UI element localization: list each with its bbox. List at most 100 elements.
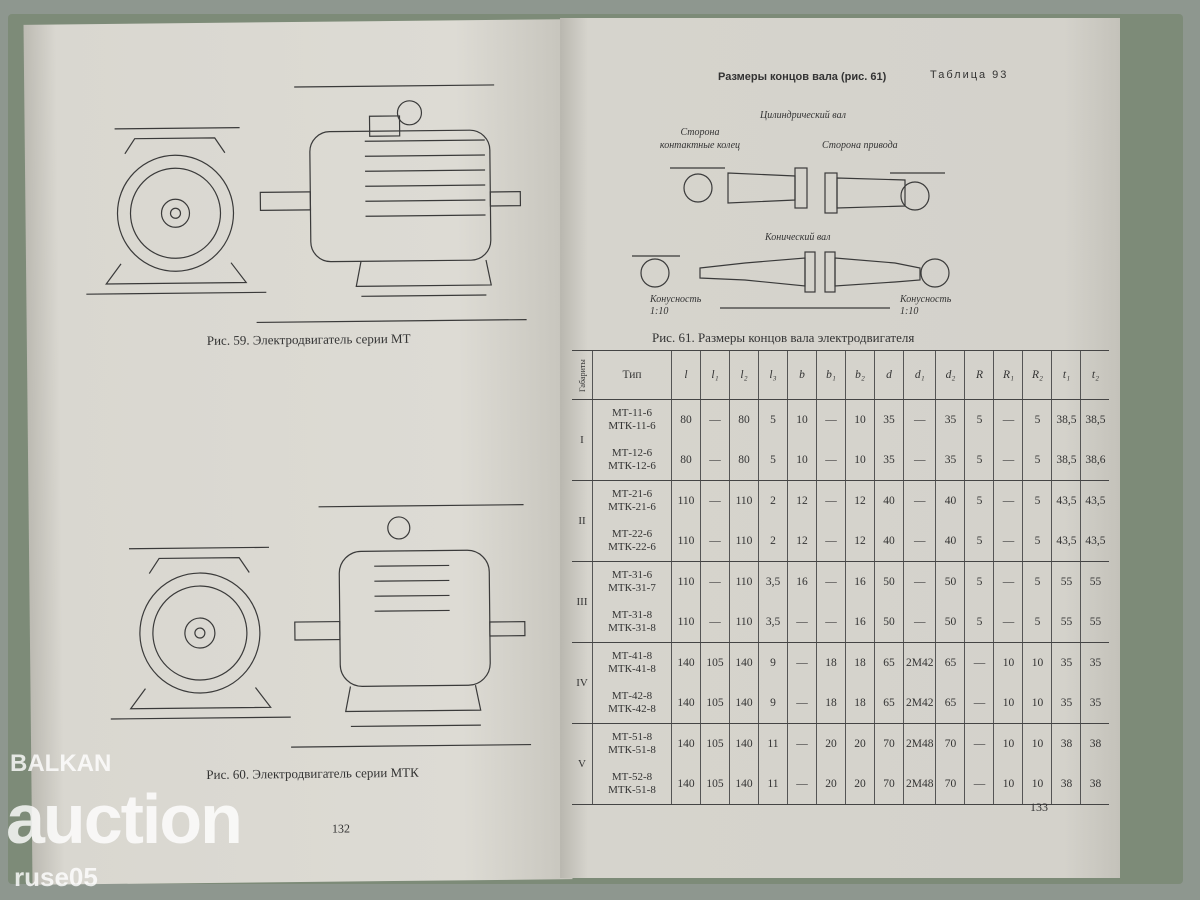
value-cell: 70 [935,764,965,805]
value-cell: 80 [671,399,701,440]
value-cell: 35 [1080,642,1110,683]
value-cell: 2М42 [902,683,936,724]
type-cell: МТ-52-8 МТК-51-8 [592,764,672,805]
value-cell: 20 [816,723,846,764]
watermark-balkan: BALKAN [10,750,112,777]
column-header: R [964,350,994,400]
column-header: l₁ [700,350,730,400]
column-header: Тип [592,350,672,400]
size-cell: II [572,480,593,562]
value-cell: — [993,440,1023,481]
value-cell: 18 [816,683,846,724]
value-cell: 5 [964,521,994,562]
value-cell: 3,5 [758,561,788,602]
value-cell: 20 [845,723,875,764]
value-cell: 140 [671,723,701,764]
value-cell: — [993,480,1023,521]
type-cell: МТ-22-6 МТК-22-6 [592,521,672,562]
column-header: d₂ [935,350,965,400]
value-cell: — [816,561,846,602]
value-cell: 5 [758,440,788,481]
value-cell: 40 [935,521,965,562]
value-cell: 55 [1051,602,1081,643]
value-cell: — [700,480,730,521]
value-cell: 12 [845,480,875,521]
value-cell: 43,5 [1051,521,1081,562]
type-cell: МТ-31-8 МТК-31-8 [592,602,672,643]
value-cell: 16 [845,602,875,643]
column-header: b₂ [845,350,875,400]
value-cell: 12 [845,521,875,562]
fig59-caption: Рис. 59. Электродвигатель серии МТ [206,330,411,348]
value-cell: — [787,723,817,764]
value-cell: 35 [935,399,965,440]
value-cell: 110 [729,561,759,602]
column-header: l₃ [758,350,788,400]
type-cell: МТ-51-8 МТК-51-8 [592,723,672,764]
value-cell: 12 [787,521,817,562]
label-slip-ring-side: Сторона контактные колец [659,127,741,151]
value-cell: 3,5 [758,602,788,643]
value-cell: 2М48 [902,764,936,805]
value-cell: — [902,561,936,602]
shaft-ends-drawing [632,167,950,309]
value-cell: 140 [729,764,759,805]
value-cell: 43,5 [1080,480,1110,521]
value-cell: 80 [671,440,701,481]
value-cell: 12 [787,480,817,521]
value-cell: 110 [729,521,759,562]
value-cell: — [816,602,846,643]
size-cell: III [572,561,593,643]
column-header: Габариты [572,350,593,400]
column-header: R₁ [993,350,1023,400]
value-cell: 105 [700,723,730,764]
value-cell: 35 [935,440,965,481]
motor-mtk-drawing [110,504,532,748]
type-cell: МТ-21-6 МТК-21-6 [592,480,672,521]
value-cell: 10 [787,399,817,440]
value-cell: 70 [874,723,904,764]
watermark-auction: auction [6,780,243,858]
value-cell: 50 [935,561,965,602]
motor-mt-drawing [86,84,527,324]
value-cell: 38 [1051,764,1081,805]
type-cell: МТ-42-8 МТК-42-8 [592,683,672,724]
label-taper-right: Конусность 1:10 [900,294,952,317]
value-cell: 65 [874,683,904,724]
type-cell: МТ-41-8 МТК-41-8 [592,642,672,683]
value-cell: 65 [935,642,965,683]
value-cell: 50 [874,561,904,602]
value-cell: 40 [874,521,904,562]
value-cell: 38 [1080,723,1110,764]
value-cell: — [964,764,994,805]
value-cell: 5 [758,399,788,440]
column-header: b₁ [816,350,846,400]
value-cell: 5 [964,561,994,602]
value-cell: 140 [671,683,701,724]
value-cell: 65 [874,642,904,683]
column-header: b [787,350,817,400]
type-cell: МТ-12-6 МТК-12-6 [592,440,672,481]
value-cell: 10 [1022,764,1052,805]
value-cell: 18 [816,642,846,683]
value-cell: — [993,521,1023,562]
value-cell: — [902,602,936,643]
value-cell: 38 [1080,764,1110,805]
value-cell: 5 [964,399,994,440]
value-cell: 5 [1022,480,1052,521]
value-cell: 5 [964,440,994,481]
left-page: Рис. 59. Электродвигатель серии МТ Рис. … [23,19,573,885]
value-cell: 10 [1022,683,1052,724]
value-cell: 38,5 [1051,440,1081,481]
value-cell: 38,5 [1051,399,1081,440]
label-cylindrical: Цилиндрический вал [760,110,846,121]
value-cell: — [816,399,846,440]
value-cell: 35 [874,440,904,481]
value-cell: — [964,642,994,683]
page-number-left: 132 [331,821,351,836]
value-cell: — [787,683,817,724]
